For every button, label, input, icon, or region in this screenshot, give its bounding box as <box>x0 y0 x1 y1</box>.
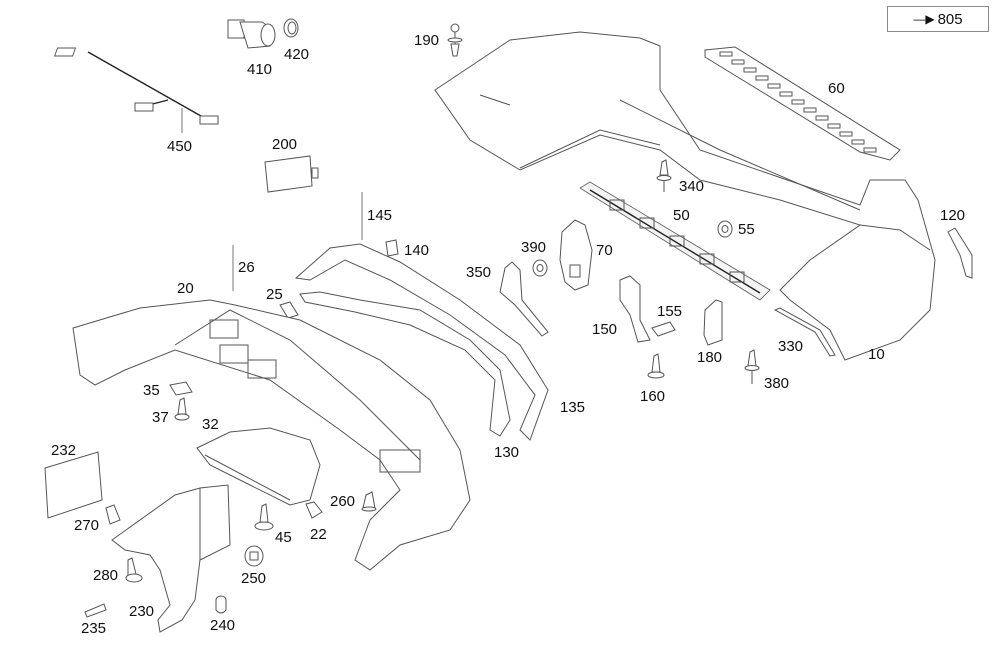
callout-270: 270 <box>74 517 100 534</box>
reference-box[interactable]: —▶ 805 <box>887 6 989 32</box>
callout-70: 70 <box>596 242 613 259</box>
callout-150: 150 <box>592 321 618 338</box>
part-35-clip[interactable] <box>169 381 193 396</box>
part-260-clip[interactable] <box>361 491 377 512</box>
callout-37: 37 <box>152 409 169 426</box>
callout-190: 190 <box>414 32 440 49</box>
callout-120: 120 <box>940 207 966 224</box>
part-350-bracket[interactable] <box>499 261 549 337</box>
callout-135: 135 <box>560 399 586 416</box>
part-450-wiring-harness[interactable] <box>53 47 219 133</box>
part-410-parking-sensor[interactable] <box>227 19 276 49</box>
part-380-clip[interactable] <box>744 349 760 384</box>
part-200-cover-plate[interactable] <box>264 155 319 193</box>
part-270-clip[interactable] <box>105 504 121 525</box>
callout-232: 232 <box>51 442 77 459</box>
part-22-clip[interactable] <box>305 501 323 519</box>
callout-55: 55 <box>738 221 755 238</box>
part-235-insert[interactable] <box>84 603 107 618</box>
callout-240: 240 <box>210 617 236 634</box>
callout-50: 50 <box>673 207 690 224</box>
part-37-screw[interactable] <box>174 397 190 421</box>
callout-155: 155 <box>657 303 683 320</box>
part-280-screw[interactable] <box>125 557 143 583</box>
part-232-plate[interactable] <box>44 451 103 519</box>
callout-350: 350 <box>466 264 492 281</box>
callout-390: 390 <box>521 239 547 256</box>
part-20-lower-bumper[interactable] <box>72 299 471 571</box>
callout-60: 60 <box>828 80 845 97</box>
part-250-nut[interactable] <box>244 545 264 567</box>
part-70-mounting-bracket[interactable] <box>559 219 593 291</box>
part-135-upper-trim[interactable] <box>294 243 549 441</box>
callout-450: 450 <box>167 138 193 155</box>
part-180-bracket[interactable] <box>703 299 723 346</box>
callout-200: 200 <box>272 136 298 153</box>
callout-10: 10 <box>868 346 885 363</box>
part-50-bumper-bracket[interactable] <box>579 181 771 301</box>
reference-label: 805 <box>937 10 963 28</box>
part-32-frame[interactable] <box>196 427 321 506</box>
part-190-clip[interactable] <box>447 23 463 57</box>
callout-22: 22 <box>310 526 327 543</box>
callout-45: 45 <box>275 529 292 546</box>
callout-235: 235 <box>81 620 107 637</box>
callout-410: 410 <box>247 61 273 78</box>
callout-260: 260 <box>330 493 356 510</box>
callout-160: 160 <box>640 388 666 405</box>
part-140-clip[interactable] <box>385 239 399 257</box>
part-330-trim-strip[interactable] <box>773 307 836 357</box>
callout-35: 35 <box>143 382 160 399</box>
part-150-support-bracket[interactable] <box>619 275 651 343</box>
part-130-lower-trim[interactable] <box>299 291 511 437</box>
part-45-screw[interactable] <box>254 503 274 531</box>
part-160-screw[interactable] <box>647 353 665 379</box>
callout-380: 380 <box>764 375 790 392</box>
part-230-side-bracket[interactable] <box>111 484 231 633</box>
part-55-nut[interactable] <box>717 220 733 238</box>
right-arrow-icon: —▶ <box>913 12 935 26</box>
part-155-clip[interactable] <box>651 321 676 337</box>
callout-180: 180 <box>697 349 723 366</box>
callout-32: 32 <box>202 416 219 433</box>
part-60-trim-strip[interactable] <box>704 46 901 161</box>
callout-145: 145 <box>367 207 393 224</box>
callout-25: 25 <box>266 286 283 303</box>
part-120-side-trim[interactable] <box>947 227 973 279</box>
part-240-plug[interactable] <box>215 595 227 614</box>
part-390-nut[interactable] <box>532 259 548 277</box>
part-10-bumper-cover[interactable] <box>434 31 936 361</box>
callout-340: 340 <box>679 178 705 195</box>
callout-140: 140 <box>404 242 430 259</box>
part-340-clip[interactable] <box>656 159 672 192</box>
part-420-sensor-ring[interactable] <box>283 18 299 38</box>
callout-26: 26 <box>238 259 255 276</box>
callout-230: 230 <box>129 603 155 620</box>
callout-130: 130 <box>494 444 520 461</box>
callout-280: 280 <box>93 567 119 584</box>
callout-420: 420 <box>284 46 310 63</box>
callout-250: 250 <box>241 570 267 587</box>
callout-20: 20 <box>177 280 194 297</box>
part-25-clip[interactable] <box>279 301 299 319</box>
callout-330: 330 <box>778 338 804 355</box>
